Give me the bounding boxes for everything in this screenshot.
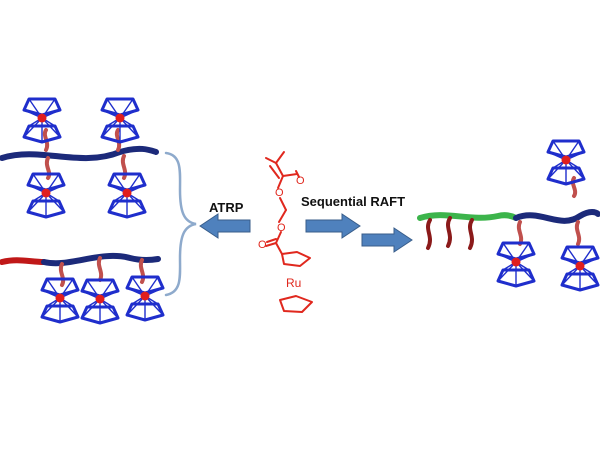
polymer-backbone bbox=[513, 209, 600, 224]
ruthenium-label: Ru bbox=[286, 276, 302, 290]
monomer-structure bbox=[265, 151, 313, 313]
sequential-raft-label: Sequential RAFT bbox=[301, 194, 406, 209]
ruthenocene-sandwich-icon bbox=[496, 241, 536, 288]
polymer-red-block bbox=[0, 257, 47, 265]
polymer-backbone bbox=[0, 145, 159, 161]
curly-brace-icon bbox=[164, 151, 197, 297]
left-bottom-polymer bbox=[0, 252, 165, 325]
ruthenocene-sandwich-icon bbox=[546, 139, 586, 186]
atrp-label: ATRP bbox=[209, 200, 244, 215]
ruthenocene-sandwich-icon bbox=[26, 172, 66, 219]
svg-text:O: O bbox=[275, 187, 284, 199]
polymer-backbone bbox=[41, 252, 161, 267]
svg-text:O: O bbox=[277, 222, 286, 234]
polymer-green-block bbox=[417, 212, 519, 221]
ruthenocene-sandwich-icon bbox=[40, 277, 80, 324]
ruthenocene-sandwich-icon bbox=[80, 278, 120, 325]
left-top-polymer bbox=[0, 97, 159, 219]
ruthenocene-sandwich-icon bbox=[107, 172, 147, 219]
arrow-right-icon bbox=[361, 227, 413, 253]
arrow-left-icon bbox=[199, 213, 251, 239]
svg-text:O: O bbox=[258, 239, 267, 251]
ruthenocene-sandwich-icon bbox=[125, 275, 165, 322]
ruthenocene-sandwich-icon bbox=[560, 245, 600, 292]
arrow-right-icon bbox=[305, 213, 361, 239]
ruthenocene-sandwich-icon bbox=[22, 97, 62, 144]
right-polymer bbox=[417, 139, 600, 292]
ruthenocene-sandwich-icon bbox=[100, 97, 140, 144]
svg-text:O: O bbox=[296, 175, 305, 187]
monomer-heteroatoms: O O O O bbox=[258, 175, 305, 251]
